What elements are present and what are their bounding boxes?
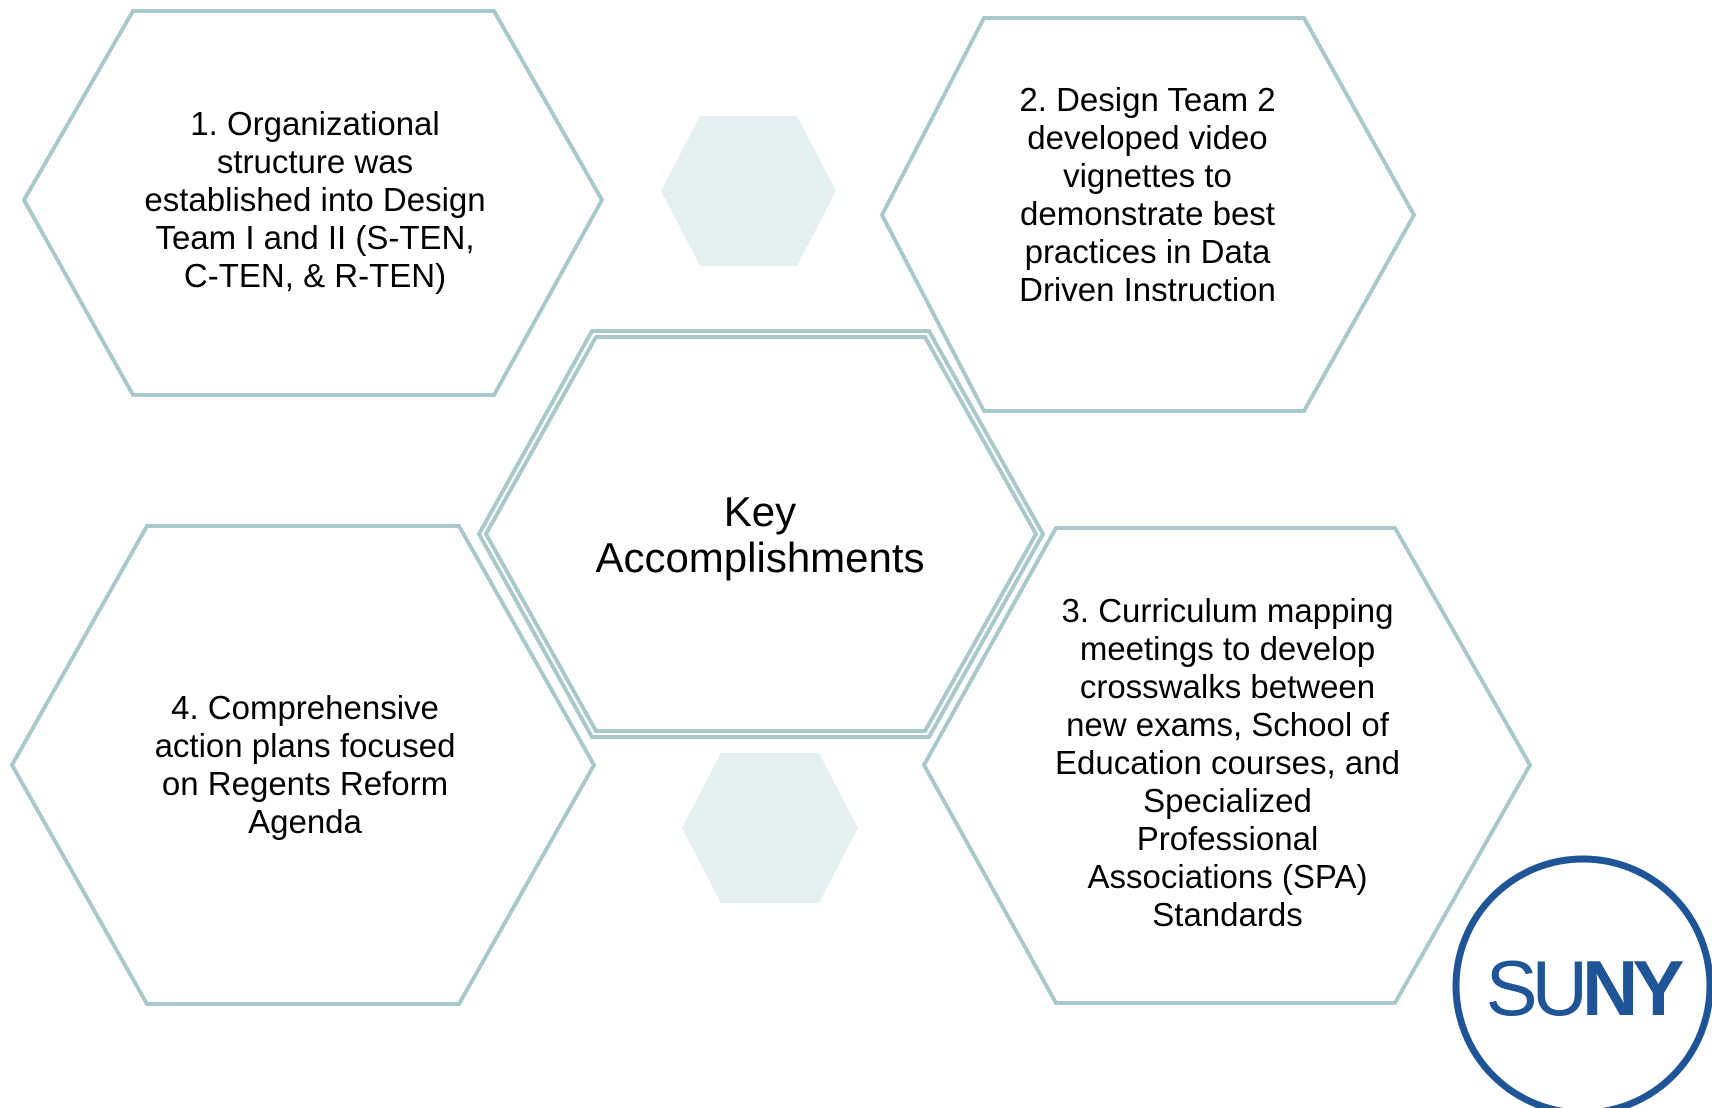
hexagon-item-2 (879, 16, 1417, 413)
suny-logo-text-light: SU (1485, 943, 1588, 1032)
center-label: Key Accomplishments (595, 488, 925, 581)
decorative-hexagon-top (661, 116, 836, 266)
decorative-hexagon-bottom (682, 753, 858, 903)
item-3-text: 3. Curriculum mapping meetings to develo… (1055, 591, 1400, 933)
hexagon-item-1 (21, 9, 605, 397)
suny-logo-text-bold: NY (1582, 943, 1684, 1032)
hexagon-item-4 (9, 524, 597, 1006)
item-1-text: 1. Organizational structure was establis… (144, 105, 486, 294)
hexagon-item-3 (921, 526, 1533, 1005)
item-4-text: 4. Comprehensive action plans focused on… (154, 689, 456, 840)
item-2-text: 2. Design Team 2 developed video vignett… (1019, 81, 1276, 308)
hexagon-center (483, 335, 1039, 733)
